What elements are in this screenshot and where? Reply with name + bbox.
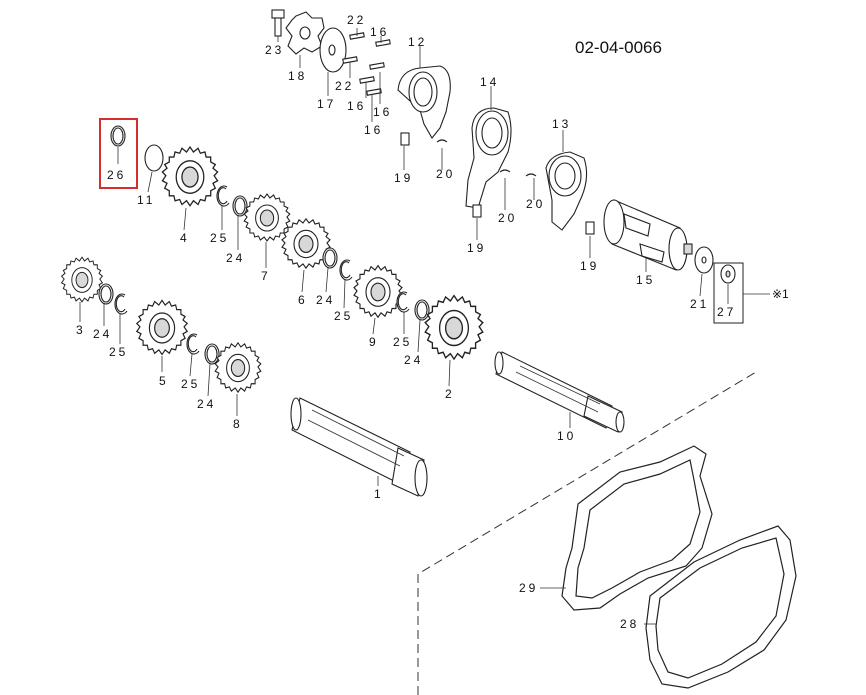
- callout-20-c[interactable]: 20: [526, 197, 545, 211]
- callout-19-a[interactable]: 19: [394, 171, 413, 185]
- part-27-kit-box[interactable]: [713, 262, 770, 324]
- gasket-29[interactable]: [540, 445, 713, 611]
- callout-16-a[interactable]: 16: [370, 25, 389, 39]
- part-26-highlight-box[interactable]: [99, 118, 138, 189]
- gear-6[interactable]: [281, 218, 331, 293]
- callout-18[interactable]: 18: [288, 69, 307, 83]
- circlip-25-d[interactable]: [114, 293, 128, 344]
- gear-4[interactable]: [161, 146, 219, 231]
- callout-19-c[interactable]: 19: [580, 259, 599, 273]
- callout-25-c[interactable]: 25: [393, 335, 412, 349]
- shift-drum-stopper-plate-18[interactable]: [285, 11, 325, 68]
- callout-16-d[interactable]: 16: [364, 123, 383, 137]
- gear-9[interactable]: [353, 264, 403, 335]
- washer-24-e[interactable]: [204, 343, 220, 397]
- callout-24-b[interactable]: 24: [316, 293, 335, 307]
- callout-24-e[interactable]: 24: [197, 397, 216, 411]
- callout-22-b[interactable]: 22: [335, 79, 354, 93]
- circlip-25-e[interactable]: [186, 333, 200, 377]
- callout-25-d[interactable]: 25: [109, 345, 128, 359]
- part-callout-labels: 1 2 3 4 5 6 7 8 9 10 11 12 13 14 15 16 1…: [76, 13, 789, 631]
- callout-24-d[interactable]: 24: [93, 327, 112, 341]
- callout-17[interactable]: 17: [317, 97, 336, 111]
- circlip-25-b[interactable]: [339, 259, 353, 309]
- shift-fork-12[interactable]: [397, 46, 451, 139]
- callout-1[interactable]: 1: [374, 487, 384, 501]
- gear-5[interactable]: [136, 299, 188, 372]
- bolt-23[interactable]: [271, 9, 285, 42]
- callout-24-a[interactable]: 24: [226, 251, 245, 265]
- callout-25-a[interactable]: 25: [210, 231, 229, 245]
- callout-3[interactable]: 3: [76, 323, 86, 337]
- gear-2[interactable]: [424, 294, 484, 387]
- washer-24-d[interactable]: [98, 283, 114, 326]
- countershaft-10[interactable]: [494, 351, 625, 433]
- callout-7[interactable]: 7: [261, 269, 271, 283]
- callout-27[interactable]: 27: [717, 305, 736, 319]
- callout-9[interactable]: 9: [369, 335, 379, 349]
- callout-24-c[interactable]: 24: [404, 353, 423, 367]
- pins-22-16[interactable]: [342, 28, 391, 122]
- callout-16-b[interactable]: 16: [373, 105, 392, 119]
- shift-drum-15[interactable]: [603, 199, 693, 272]
- callout-26[interactable]: 26: [107, 168, 126, 182]
- callout-16-c[interactable]: 16: [347, 99, 366, 113]
- shift-fork-13[interactable]: [545, 130, 588, 231]
- section-boundary-line: [417, 371, 757, 695]
- callout-12[interactable]: 12: [408, 35, 427, 49]
- callout-23[interactable]: 23: [265, 43, 284, 57]
- callout-25-b[interactable]: 25: [334, 309, 353, 323]
- callout-13[interactable]: 13: [552, 117, 571, 131]
- callout-10[interactable]: 10: [557, 429, 576, 443]
- shift-fork-14[interactable]: [465, 86, 512, 209]
- circlip-25-c[interactable]: [396, 291, 410, 334]
- callout-25-e[interactable]: 25: [181, 377, 200, 391]
- circlip-25-a[interactable]: [216, 185, 230, 230]
- mainshaft-1[interactable]: [290, 397, 428, 497]
- callout-8[interactable]: 8: [233, 417, 243, 431]
- callout-22-a[interactable]: 22: [347, 13, 366, 27]
- gear-7[interactable]: [243, 193, 291, 268]
- gasket-28[interactable]: [644, 525, 797, 689]
- callout-11[interactable]: 11: [137, 193, 155, 207]
- washer-11[interactable]: [144, 144, 164, 193]
- callout-21[interactable]: 21: [690, 297, 709, 311]
- callout-5[interactable]: 5: [159, 374, 169, 388]
- callout-14[interactable]: 14: [480, 75, 499, 89]
- washer-24-a[interactable]: [232, 195, 248, 250]
- diagram-reference-number: 02-04-0066: [575, 38, 662, 57]
- rollers-19-clips-20[interactable]: [400, 132, 595, 258]
- washer-24-c[interactable]: [414, 299, 430, 353]
- callout-19-b[interactable]: 19: [467, 241, 486, 255]
- callout-20-b[interactable]: 20: [498, 211, 517, 225]
- gear-8[interactable]: [214, 342, 262, 416]
- note-symbol-1: ※1: [772, 287, 789, 301]
- washer-24-b[interactable]: [322, 247, 338, 293]
- gear-3[interactable]: [61, 256, 103, 322]
- callout-29[interactable]: 29: [519, 581, 538, 595]
- shift-drum-segment-17[interactable]: [319, 27, 347, 96]
- callout-4[interactable]: 4: [180, 231, 190, 245]
- washer-21[interactable]: [694, 246, 714, 297]
- callout-6[interactable]: 6: [298, 293, 308, 307]
- callout-2[interactable]: 2: [445, 387, 455, 401]
- callout-15[interactable]: 15: [636, 273, 655, 287]
- callout-28[interactable]: 28: [620, 617, 639, 631]
- callout-20-a[interactable]: 20: [436, 167, 455, 181]
